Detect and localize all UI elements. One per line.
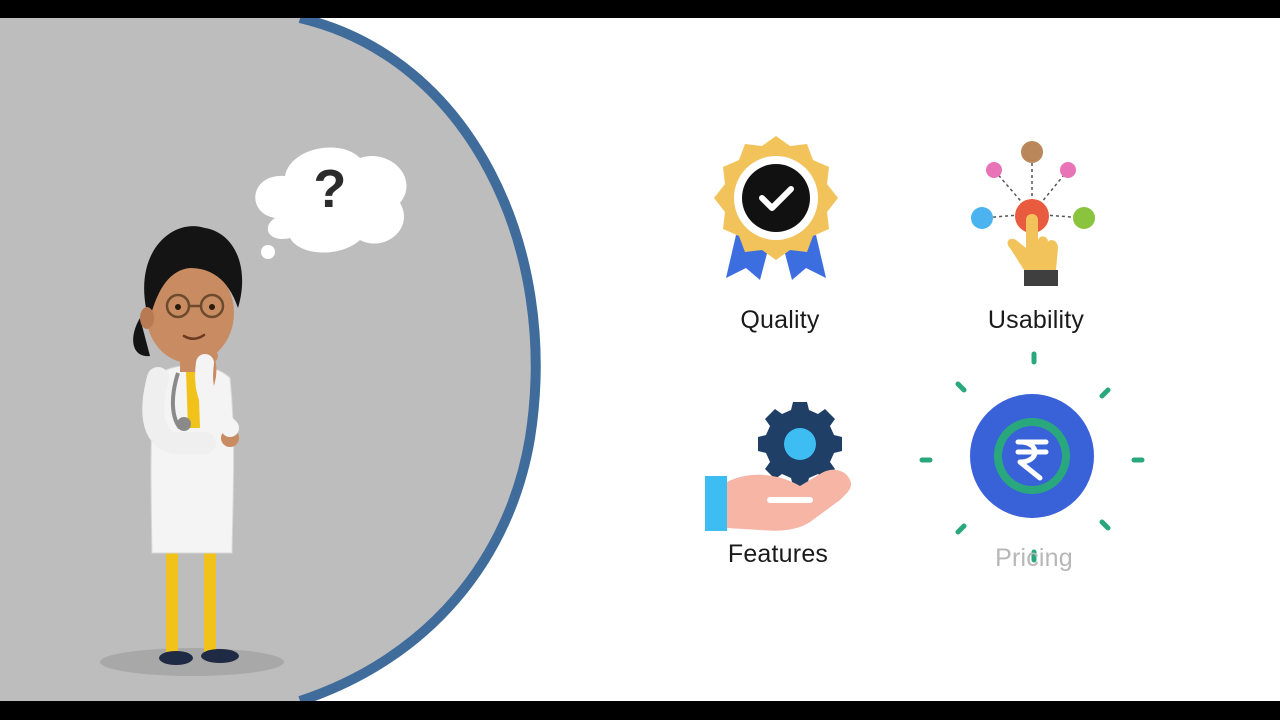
rupee-coin-icon: [912, 348, 1152, 583]
video-frame: ? Quality: [0, 18, 1280, 701]
left-panel: [0, 18, 541, 701]
hand-gear-icon: [700, 396, 870, 538]
question-mark: ?: [313, 159, 347, 219]
item-label-quality: Quality: [740, 306, 820, 334]
item-label-usability: Usability: [987, 306, 1085, 334]
thought-bubble: [255, 147, 407, 259]
item-label-features: Features: [727, 540, 829, 568]
floor-shadow: [100, 648, 284, 676]
hand-touch-network-icon: [964, 136, 1104, 301]
award-badge-icon: [706, 130, 846, 295]
item-label-pricing: Pricing: [995, 544, 1073, 572]
